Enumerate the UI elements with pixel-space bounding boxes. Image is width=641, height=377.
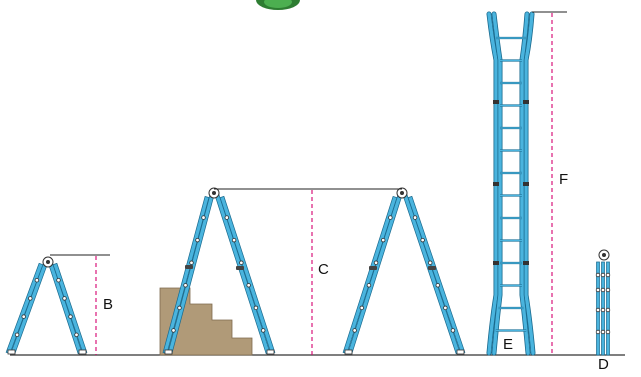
ladder1-right-leg-inner-rail [52,262,88,355]
ladder5-rivet [600,287,606,293]
lock-bar [185,265,193,269]
ladder2-right-leg-rivet [246,283,251,288]
ladder3-left-leg-rivet [381,237,386,243]
ladder2-right-leg-rivet [261,328,266,333]
ladder4-joint [493,100,499,104]
ladder4-joint [523,182,529,186]
lock-bar [428,266,436,270]
foliage-highlight [264,0,292,8]
lock-bar [369,266,377,270]
label-b: B [103,296,114,313]
ladder2-right-leg-rivet [239,260,244,265]
ladder3-left-leg-foot [344,349,353,355]
ladder2-right-leg-rivet [253,305,259,311]
dimension-lines [50,11,567,355]
ladder1-right-leg-outer-rail [47,260,83,355]
ladder3-right-leg-rivet [428,260,433,265]
foliage-decoration [256,0,300,10]
ladder4-left-rail-fill [487,12,498,355]
ladder2-left-leg-rivet [195,237,200,243]
ladder3-left-leg-inner-rail [342,195,398,355]
ladder1-left-leg-rivet [21,314,26,319]
ladder1-right-leg-rivet [56,278,61,283]
ladder2-right-leg-foot [266,349,275,355]
ladder3-right-leg-rivet [443,305,448,311]
label-e: E [503,336,514,353]
ladder5-rivet [600,272,606,278]
ladder1-left-leg-outer-rail [10,260,49,355]
ladder3-hinge-pin [400,191,404,195]
ladder2-left-leg-rivet [183,283,188,288]
ladder5-rivet [605,329,611,335]
ladder3-left-leg-rivet [373,260,379,265]
ladder3-left-leg-rivet [366,283,372,288]
ladder3-right-leg-rivet [412,215,418,220]
ladder3-right-leg-rivet [450,328,456,333]
ladder1-right-leg-rivet [68,314,73,319]
ladder2-left-leg-rivet [177,305,182,311]
ladder5-rivet [600,329,606,335]
ladder5-rivet [595,287,601,293]
ladder4-left-inner-rail-fill [492,12,502,355]
ladder5-rivet [605,272,611,278]
ladder2-left-leg-foot [164,349,173,355]
ladder4-joint [523,100,529,104]
label-f: F [559,171,569,188]
ladder1-left-leg-rivet [28,296,33,301]
ladder1-right-leg-foot [78,349,87,355]
ladder4-joint [523,261,529,265]
ladder3-left-leg-rivet [388,215,393,220]
ladder2-hinge-pin [212,191,216,195]
ladder1-right-leg-rivet [74,332,79,337]
ladder5-hinge-pin [602,253,606,257]
ladder5-rivet [600,307,606,313]
ladder3-right-leg-rivet [420,237,425,243]
ladder2-right-leg-rivet [231,237,237,243]
ladder2-right-leg-inner-rail [219,195,276,355]
ladder5-rivet [605,287,611,293]
ladder4-joint [493,261,499,265]
ladder3-right-leg-inner-rail [407,195,466,355]
ladder3-left-leg-rivet [352,328,357,333]
ladder2-right-leg-rivet [224,215,229,220]
ladder1-left-leg-foot [7,349,16,355]
ladder3-right-leg-foot [456,349,465,355]
ladder4-joint [493,182,499,186]
ladder2-left-leg-rivet [201,215,206,220]
ladder1-hinge-pin [46,260,50,264]
ladder1-left-leg-inner-rail [5,262,44,355]
ladder1-left-leg-rivet [34,278,40,283]
ladder2-left-leg-rivet [189,260,194,265]
ladder5-rivet [595,272,601,278]
ladder4-right-inner-rail-fill [520,12,530,355]
label-d: D [598,356,609,373]
ladder3-right-leg-rivet [435,283,440,288]
ladder3-left-leg-rivet [359,305,364,311]
ladder5-rivet [605,307,611,313]
ladder1-left-leg-rivet [14,332,20,337]
ladder2-left-leg-rivet [171,328,176,333]
ladder5-rivet [595,329,601,335]
label-c: C [318,261,329,278]
ladder4-right-rail-fill [524,12,535,355]
ladder1-right-leg-rivet [62,296,67,301]
lock-bar [236,266,244,270]
ladders-group [5,11,611,356]
ladder5-rivet [595,307,601,313]
